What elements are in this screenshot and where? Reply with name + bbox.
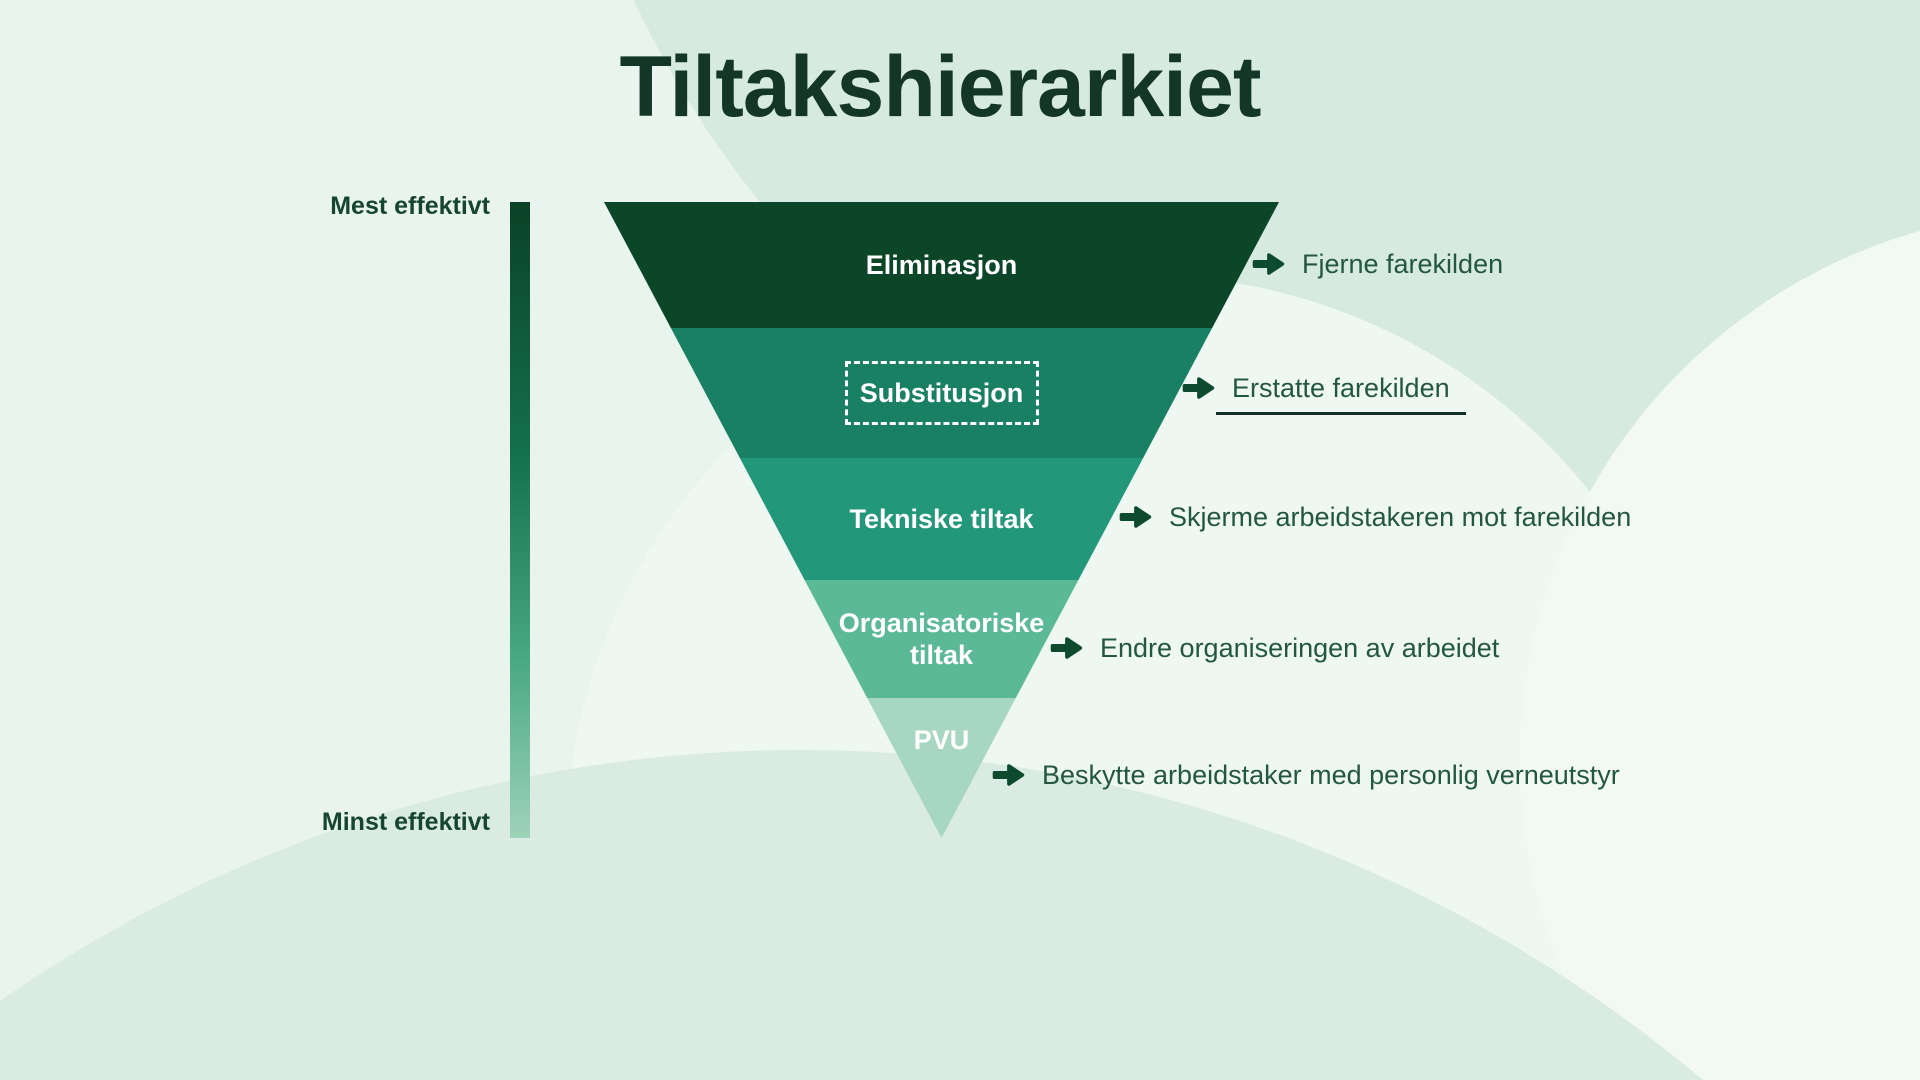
tier-label-eliminasjon: Eliminasjon <box>865 250 1018 280</box>
tier-label-tekniske-tiltak: Tekniske tiltak <box>849 504 1034 534</box>
annotation-eliminasjon: Fjerne farekilden <box>1250 240 1503 288</box>
tier-label-substitusjon: Substitusjon <box>859 377 1024 408</box>
annotation-tekniske-tiltak: Skjerme arbeidstakeren mot farekilden <box>1117 493 1631 541</box>
page-title: Tiltakshierarkiet <box>619 39 1261 135</box>
emphasis-underline <box>1216 412 1466 415</box>
arrow-right-icon <box>1050 637 1083 659</box>
annotation-label: Beskytte arbeidstaker med personlig vern… <box>1042 759 1620 790</box>
tier-label-organisatoriske-tiltak: Organisatoriske tiltak <box>838 608 1045 670</box>
arrow-right-icon <box>1119 506 1152 528</box>
effectiveness-gradient-bar <box>510 202 530 838</box>
annotation-organisatoriske-tiltak: Endre organiseringen av arbeidet <box>1048 624 1499 672</box>
most-effective-label: Mest effektivt <box>330 192 490 220</box>
arrow-right-icon <box>992 764 1025 786</box>
arrow-right-icon <box>1252 253 1285 275</box>
tier-eliminasjon <box>604 202 1279 328</box>
annotation-label: Erstatte farekilden <box>1232 372 1450 403</box>
substitusjon-dashed-box: Substitusjon <box>844 361 1039 425</box>
least-effective-label: Minst effektivt <box>321 808 490 836</box>
annotation-label: Fjerne farekilden <box>1302 248 1504 279</box>
annotation-pvu: Beskytte arbeidstaker med personlig vern… <box>990 751 1620 799</box>
tier-label-pvu: PVU <box>913 725 970 755</box>
annotation-label: Skjerme arbeidstakeren mot farekilden <box>1169 501 1632 532</box>
annotation-substitusjon: Erstatte farekilden <box>1180 364 1450 412</box>
annotation-label: Endre organiseringen av arbeidet <box>1100 632 1500 663</box>
arrow-right-icon <box>1182 377 1215 399</box>
